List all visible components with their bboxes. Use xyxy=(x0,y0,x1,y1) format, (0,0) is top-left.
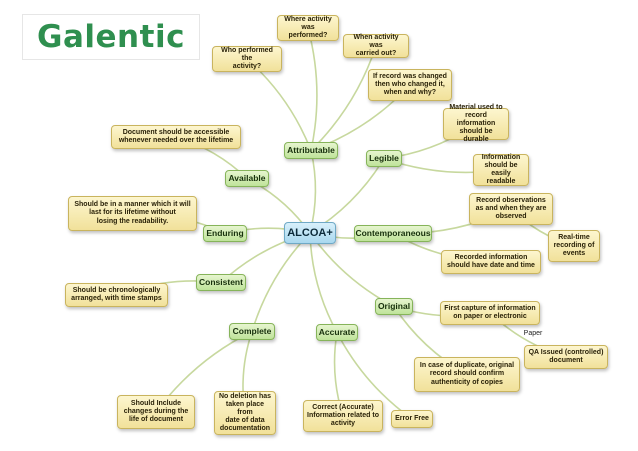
note-date-and-time: Recorded information should have date an… xyxy=(441,250,541,274)
note-who-performed: Who performed the activity? xyxy=(212,46,282,72)
connector-line xyxy=(310,45,377,152)
note-record-observations: Record observations as and when they are… xyxy=(469,193,553,225)
note-document-accessible: Document should be accessible whenever n… xyxy=(111,125,241,149)
branch-attributable: Attributable xyxy=(284,142,338,159)
note-real-time-recording: Real-time recording of events xyxy=(548,230,600,262)
note-chronologically-arranged: Should be chronologically arranged, with… xyxy=(65,283,168,307)
label-paper: Paper xyxy=(523,329,543,337)
branch-accurate: Accurate xyxy=(316,324,358,341)
branch-legible: Legible xyxy=(366,150,402,167)
branch-original: Original xyxy=(375,298,413,315)
galentic-logo: Galentic xyxy=(22,14,200,60)
branch-complete: Complete xyxy=(229,323,275,340)
note-correct-information: Correct (Accurate) Information related t… xyxy=(303,400,383,432)
note-include-changes: Should Include changes during the life o… xyxy=(117,395,195,429)
connector-line xyxy=(309,232,338,333)
branch-available: Available xyxy=(225,170,269,187)
branch-contemporaneous: Contemporaneous xyxy=(354,225,432,242)
note-where-performed: Where activity was performed? xyxy=(277,15,339,41)
note-material-durable: Material used to record information shou… xyxy=(443,104,509,143)
connector-line xyxy=(309,232,395,308)
branch-consistent: Consistent xyxy=(196,274,246,291)
note-error-free: Error Free xyxy=(391,410,433,428)
logo-text: Galentic xyxy=(37,19,185,55)
note-record-changed: If record was changed then who changed i… xyxy=(368,69,452,101)
note-no-deletion: No deletion has taken place from date of… xyxy=(214,391,276,435)
center-node-alcoa: ALCOA+ xyxy=(284,222,336,244)
connector-line xyxy=(251,232,311,332)
note-when-carried-out: When activity was carried out? xyxy=(343,34,409,58)
note-first-capture: First capture of information on paper or… xyxy=(440,301,540,325)
note-qa-issued-document: QA Issued (controlled) document xyxy=(524,345,608,369)
connector-line xyxy=(246,58,312,151)
connector-line xyxy=(307,27,318,151)
note-easily-readable: Information should be easily readable xyxy=(473,154,529,186)
branch-enduring: Enduring xyxy=(203,225,247,242)
note-lasting-readability: Should be in a manner which it will last… xyxy=(68,196,197,231)
note-duplicate-authenticity: In case of duplicate, original record sh… xyxy=(414,357,520,392)
connector-line xyxy=(309,150,317,234)
